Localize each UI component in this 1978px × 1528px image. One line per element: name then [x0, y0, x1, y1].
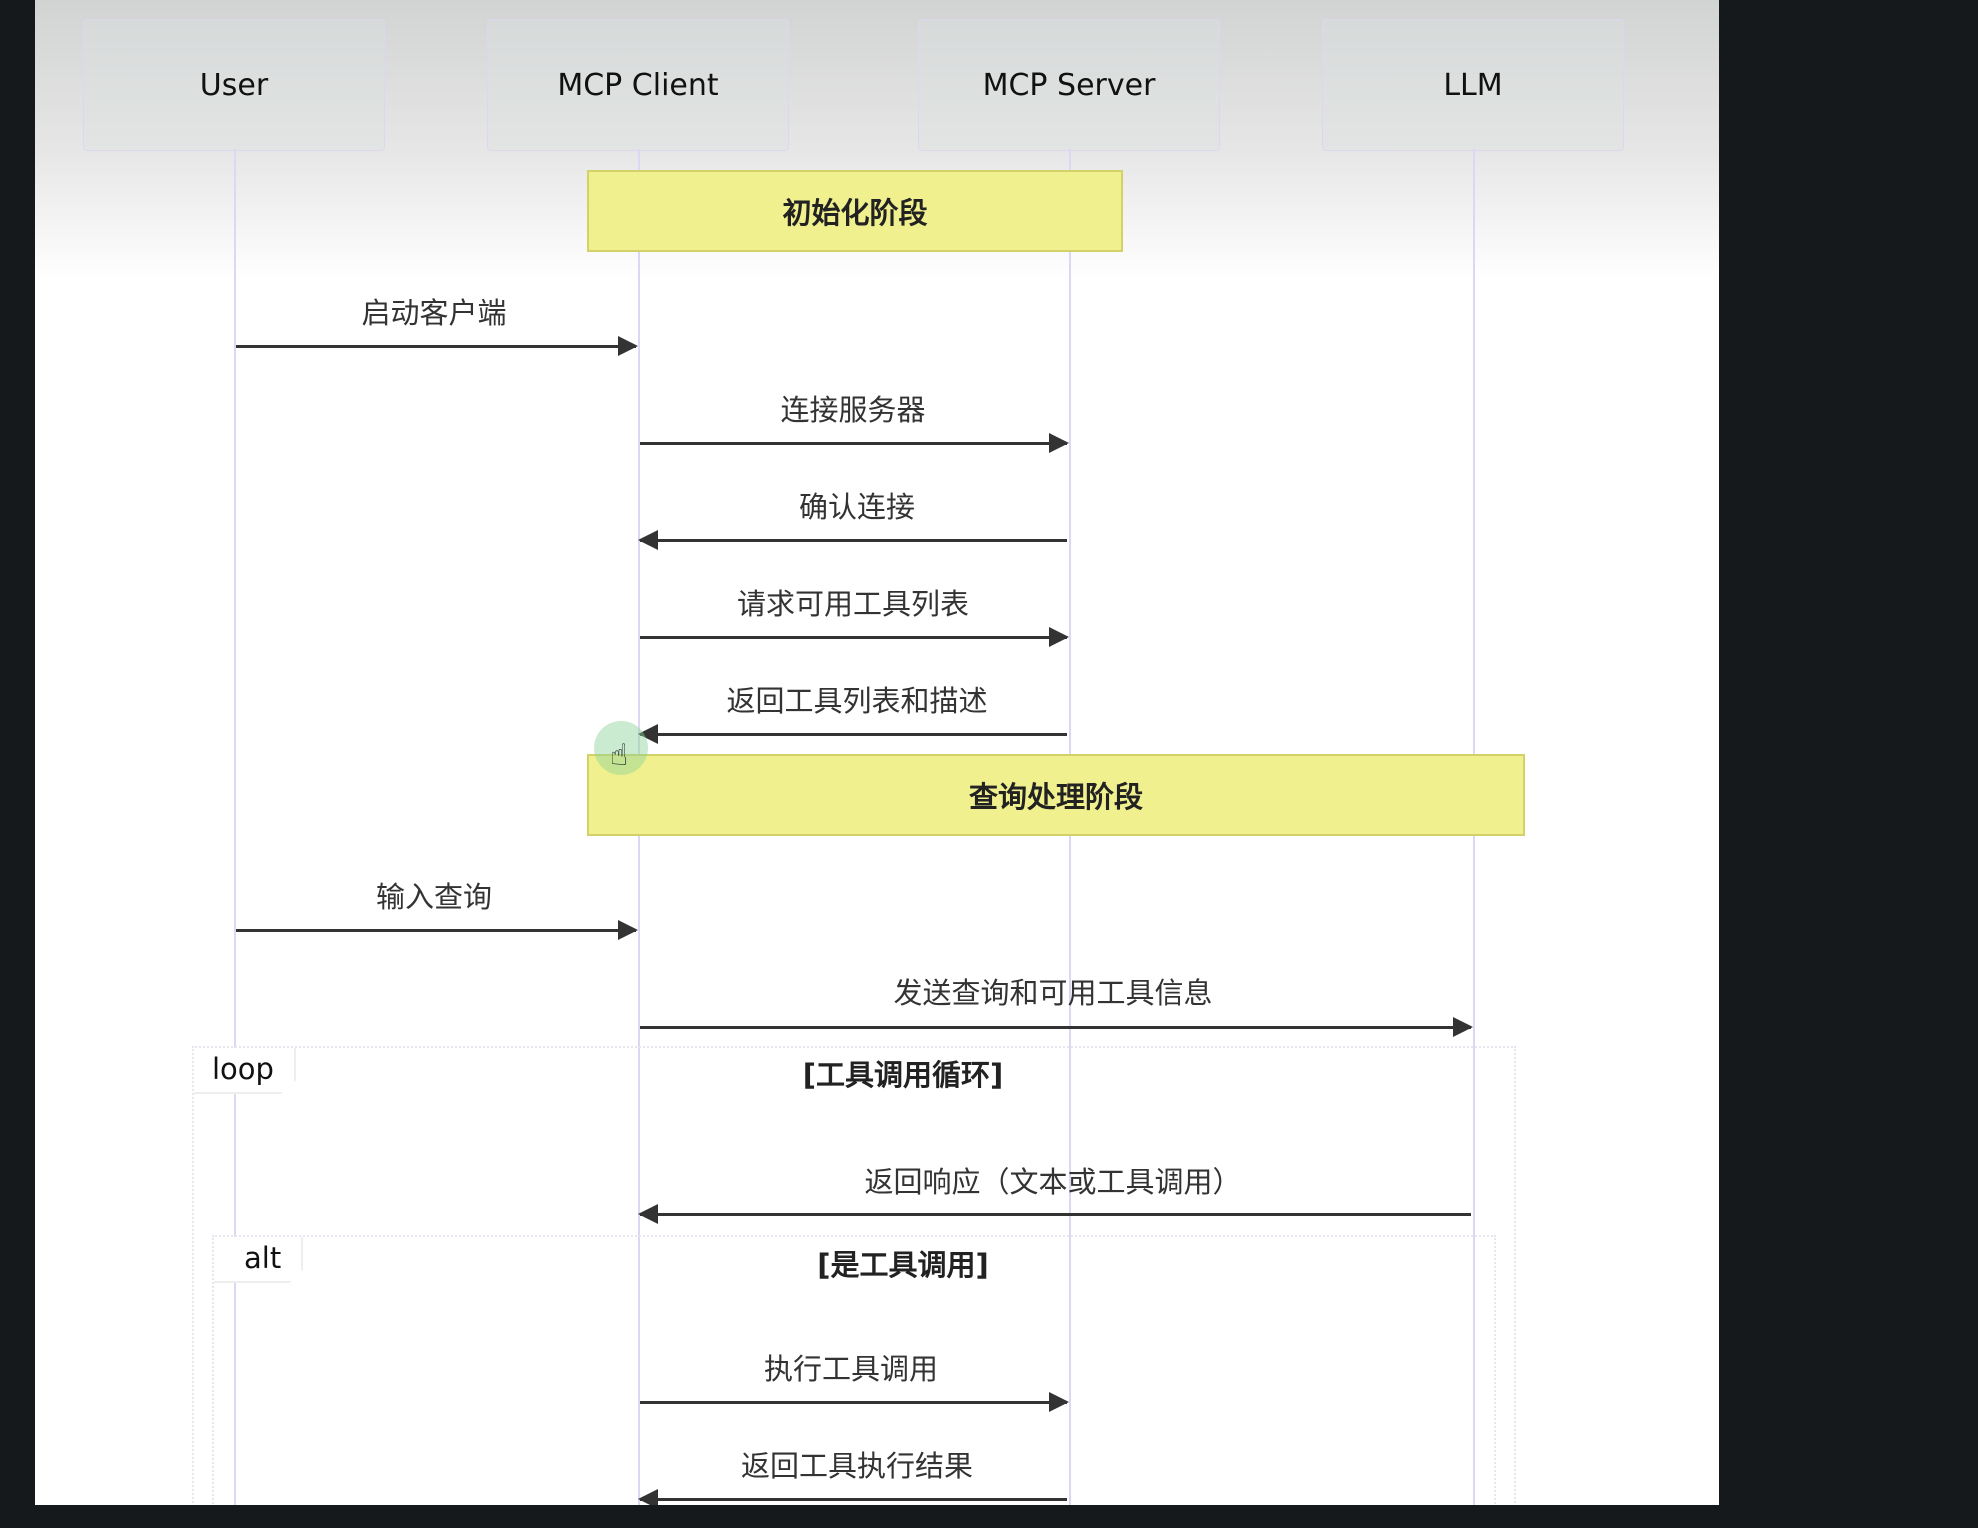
message-label: 启动客户端 — [361, 296, 507, 330]
message-arrow — [236, 920, 638, 940]
sequence-diagram: User MCP Client MCP Server LLM loop [工具调… — [35, 0, 1719, 1505]
note-query-phase: 查询处理阶段 — [587, 754, 1525, 836]
message-label: 返回工具列表和描述 — [726, 684, 988, 718]
message-label: 返回响应（文本或工具调用） — [864, 1165, 1242, 1199]
message-arrow — [640, 1392, 1069, 1412]
loop-frame: loop — [192, 1046, 1516, 1505]
participant-mcp-server: MCP Server — [918, 19, 1220, 151]
participant-mcp-client: MCP Client — [487, 19, 789, 151]
participant-user: User — [83, 19, 385, 151]
loop-condition: [工具调用循环] — [802, 1058, 1004, 1092]
message-label: 返回工具执行结果 — [740, 1449, 974, 1483]
participant-llm: LLM — [1322, 19, 1624, 151]
message-arrow — [638, 1489, 1067, 1505]
hand-cursor-icon: ☝ — [610, 738, 629, 773]
message-arrow — [638, 530, 1067, 550]
loop-tag: loop — [194, 1048, 296, 1094]
message-label: 请求可用工具列表 — [736, 587, 970, 621]
message-arrow — [640, 627, 1069, 647]
note-init-phase: 初始化阶段 — [587, 170, 1123, 252]
message-arrow — [236, 336, 638, 356]
message-label: 连接服务器 — [780, 393, 926, 427]
message-label: 确认连接 — [798, 490, 916, 524]
alt-frame: alt — [212, 1235, 1496, 1505]
alt-condition: [是工具调用] — [817, 1248, 989, 1282]
message-arrow — [638, 724, 1067, 744]
message-arrow — [640, 1017, 1473, 1037]
message-arrow — [638, 1204, 1471, 1224]
click-highlight — [594, 721, 648, 775]
message-label: 执行工具调用 — [763, 1352, 939, 1386]
alt-tag: alt — [214, 1237, 304, 1283]
message-label: 输入查询 — [375, 880, 493, 914]
message-label: 发送查询和可用工具信息 — [893, 976, 1213, 1010]
lifeline-user — [234, 149, 236, 1505]
message-arrow — [640, 433, 1069, 453]
